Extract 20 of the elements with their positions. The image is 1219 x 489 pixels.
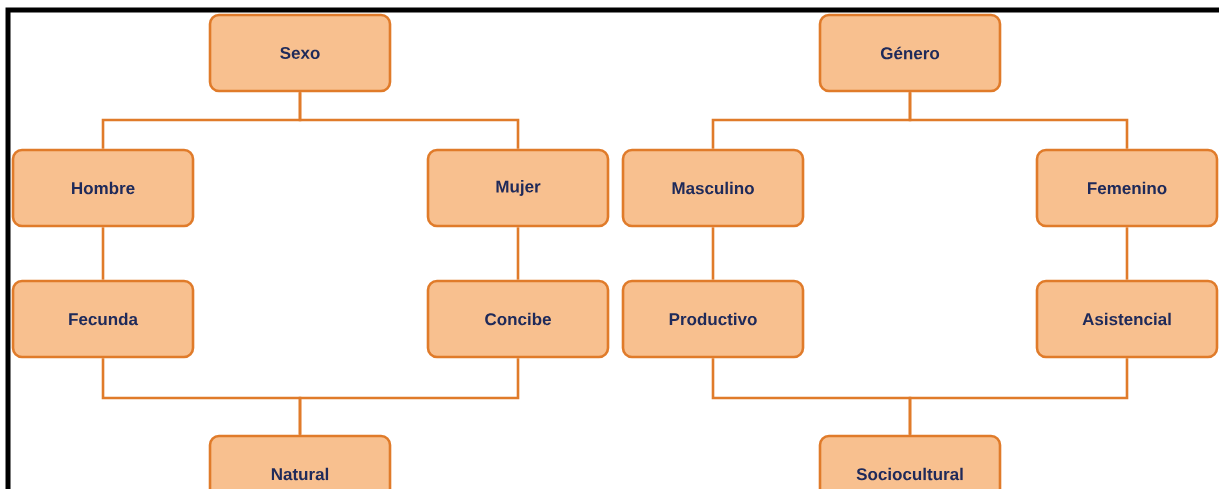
- connector-line: [516, 227, 520, 280]
- connector-line: [298, 92, 520, 149]
- concept-box: Productivo: [621, 279, 805, 359]
- concept-box: Género: [818, 13, 1002, 93]
- concept-box: Femenino: [1035, 148, 1219, 228]
- concept-box: Mujer: [426, 148, 610, 228]
- concept-box: Natural: [208, 434, 392, 489]
- concept-box: Sexo: [208, 13, 392, 93]
- connector-line: [908, 92, 1129, 149]
- concept-box: Masculino: [621, 148, 805, 228]
- concept-box: Hombre: [11, 148, 195, 228]
- concept-box: Fecunda: [11, 279, 195, 359]
- concept-box: Asistencial: [1035, 279, 1219, 359]
- connector-line: [1125, 227, 1129, 280]
- concept-box: Sociocultural: [818, 434, 1002, 489]
- concept-box: Concibe: [426, 279, 610, 359]
- connector-line: [101, 227, 105, 280]
- connector-line: [711, 227, 715, 280]
- connector-line: [298, 358, 520, 435]
- connector-line: [908, 358, 1129, 435]
